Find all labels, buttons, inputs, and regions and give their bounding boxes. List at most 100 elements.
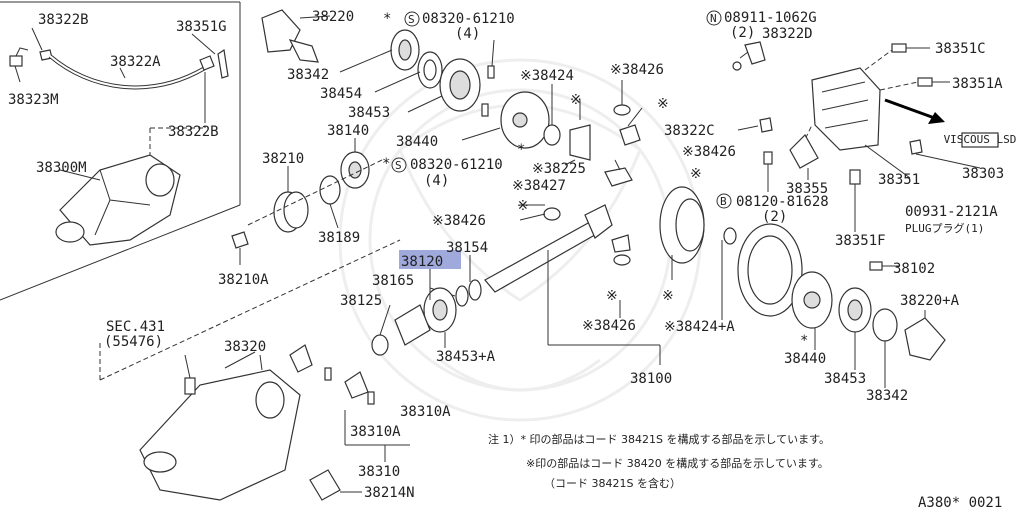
- dash-link-a: [247, 159, 383, 226]
- bearing-38453-b: [838, 287, 872, 370]
- label-38310A-a: 38310A: [400, 404, 451, 420]
- frame-lines: [0, 1, 241, 301]
- ring-gear-38424A: [721, 223, 803, 320]
- spacer-38210: [273, 166, 309, 233]
- plug-38303: [909, 139, 981, 169]
- nut-38210A: [231, 231, 249, 265]
- dash-link-b: [99, 239, 401, 381]
- kome-mark-d: ※: [517, 198, 529, 214]
- flange-38220A: [904, 310, 946, 361]
- label-38225: ※38225: [532, 161, 586, 177]
- kome-mark-e: ※: [606, 288, 618, 304]
- label-08320-top: 08320-61210: [422, 11, 515, 27]
- label-38140: 38140: [327, 123, 369, 139]
- bolts-08320-top: [481, 39, 495, 117]
- drive-pinion-38100: [484, 204, 661, 365]
- label-38310: 38310: [358, 464, 400, 480]
- label-38100: 38100: [630, 371, 672, 387]
- label-38322A: 38322A: [110, 54, 161, 70]
- n-circle: [706, 10, 722, 26]
- clip-38322B-b: [199, 55, 215, 71]
- note-2: ※印の部品はコード 38420 を構成する部品を示しています。: [526, 456, 829, 470]
- bracket-38322D: [732, 41, 766, 71]
- label-08911-qty: (2): [730, 25, 755, 41]
- label-38453A: 38453+A: [436, 349, 496, 365]
- label-38426-a: ※38426: [610, 62, 664, 78]
- label-38120: 38120: [401, 254, 443, 270]
- label-38440-b: 38440: [784, 351, 826, 367]
- label-38323M: 38323M: [8, 92, 59, 108]
- label-00931: 00931-2121A: [905, 204, 998, 220]
- label-38322B-a: 38322B: [38, 12, 89, 28]
- label-38426-d: ※38426: [582, 318, 636, 334]
- label-38351G: 38351G: [176, 19, 227, 35]
- s-mark-a: S: [408, 13, 415, 26]
- pinion-gear-38426-a: [613, 80, 643, 146]
- s-circle-a: [404, 11, 420, 27]
- bolt-38351A: [879, 77, 950, 91]
- label-38342-a: 38342: [287, 67, 329, 83]
- b-circle: [716, 193, 732, 209]
- viscous-badge: VISCOUS LSD: [944, 132, 1017, 148]
- label-38189: 38189: [318, 230, 360, 246]
- label-38300M: 38300M: [36, 160, 87, 176]
- bearing-38453A: [423, 287, 457, 348]
- label-38220A: 38220+A: [900, 293, 960, 309]
- plug-55476: [184, 354, 196, 395]
- leader-38320: [224, 351, 256, 369]
- b-mark: B: [720, 195, 727, 208]
- viscous-badge-text: VISCOUS LSD: [944, 133, 1017, 146]
- label-38214N: 38214N: [364, 485, 415, 501]
- label-38426-c: ※38426: [432, 213, 486, 229]
- diff-case-38440-a: [461, 91, 550, 149]
- pinion-38426-d: [611, 234, 631, 318]
- side-gear-38225: [564, 100, 591, 166]
- s-circle-b: [391, 157, 407, 173]
- spacer-38154: [468, 255, 482, 301]
- carrier-38320: [139, 354, 301, 501]
- label-38351F: 38351F: [835, 233, 886, 249]
- label-38351: 38351: [878, 172, 920, 188]
- label-38322B-b: 38322B: [168, 124, 219, 140]
- clip-38322C: [737, 117, 773, 133]
- label-38427: ※38427: [512, 178, 566, 194]
- companion-flange-38220: [261, 9, 331, 63]
- label-38210A: 38210A: [218, 272, 269, 288]
- bearing-38342-a: [339, 29, 420, 73]
- label-38125: 38125: [340, 293, 382, 309]
- cover-38214N: [309, 469, 362, 501]
- bracket-38355: [789, 134, 819, 180]
- label-08120-qty: (2): [762, 209, 787, 225]
- label-08320-mid-qty: (4): [424, 173, 449, 189]
- star-mark-b: *: [517, 142, 525, 158]
- bolt-38102: [869, 261, 900, 271]
- washer-38426-c: [519, 207, 561, 221]
- clip-38323M: [9, 55, 23, 67]
- label-38303: 38303: [962, 166, 1004, 182]
- label-38322D: 38322D: [762, 26, 813, 42]
- arrow-to-viscous: [884, 98, 945, 124]
- figure-id: A380* 0021: [918, 495, 1002, 510]
- label-55476: (55476): [104, 334, 163, 350]
- label-38220: 38220: [312, 9, 354, 25]
- diff-assembly-38300M: [55, 154, 181, 246]
- kome-mark-c: ※: [690, 166, 702, 182]
- label-38355: 38355: [786, 181, 828, 197]
- label-38424A: ※38424+A: [664, 319, 735, 335]
- highlight-38120: [399, 250, 461, 269]
- diff-case-38440-b: [791, 271, 833, 350]
- bearing-38424A-pinion: [659, 186, 705, 280]
- star-mark-d: *: [800, 333, 808, 349]
- label-38154: 38154: [446, 240, 488, 256]
- label-sec431: SEC.431: [106, 319, 165, 335]
- collar-38120: [394, 269, 431, 346]
- cross-shaft-38427: [604, 159, 633, 187]
- label-38351A: 38351A: [952, 76, 1003, 92]
- label-38440-a: 38440: [396, 134, 438, 150]
- label-38320: 38320: [224, 339, 266, 355]
- label-38310A-b: 38310A: [350, 424, 401, 440]
- bearing-38342-b: [872, 308, 898, 388]
- label-08320-top-qty: (4): [455, 26, 480, 42]
